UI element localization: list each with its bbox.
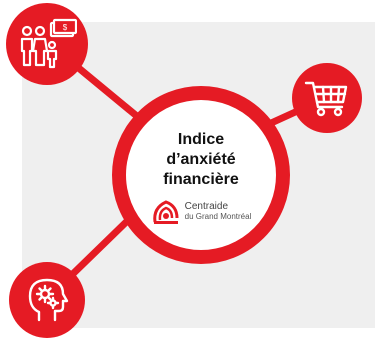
hub-title-line3: financière (163, 171, 239, 188)
centraide-logo: Centraide du Grand Montréal (151, 198, 252, 226)
hub-title: Indice d’anxiété financière (163, 130, 239, 190)
logo-wordmark: Centraide du Grand Montréal (185, 202, 252, 222)
shopping-cart-icon (304, 81, 348, 117)
center-hub: Indice d’anxiété financière Centraide du… (112, 86, 290, 264)
logo-subline: du Grand Montréal (184, 212, 252, 221)
svg-text:$: $ (63, 23, 68, 32)
family-money-icon: $ (20, 18, 77, 69)
head-gears-icon (28, 278, 69, 322)
hub-title-line2: d’anxiété (166, 151, 236, 168)
node-cart (292, 63, 362, 133)
logo-name: Centraide (184, 201, 228, 212)
hub-title-line1: Indice (177, 131, 225, 148)
node-family: $ (6, 3, 88, 85)
centraide-logo-icon (152, 200, 179, 224)
node-mind (9, 262, 85, 338)
